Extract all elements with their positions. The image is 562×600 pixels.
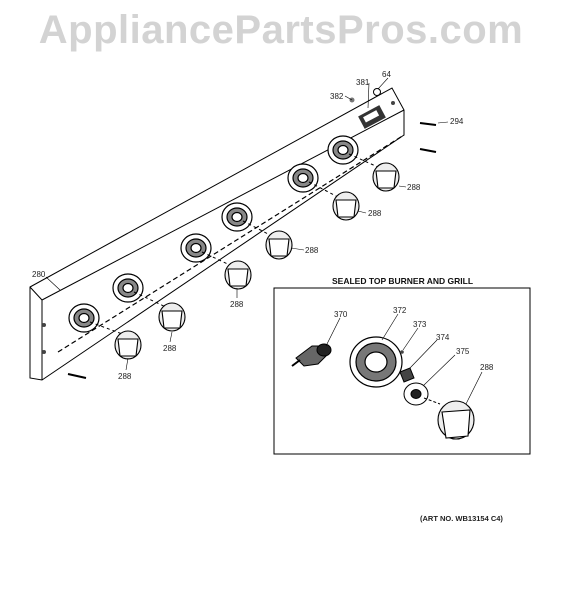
callout-288-b: 288: [368, 209, 382, 218]
callout-280: 280: [32, 270, 46, 279]
callout-288-e: 288: [163, 344, 177, 353]
callout-374: 374: [436, 333, 450, 342]
callout-372: 372: [393, 306, 407, 315]
knob-3: [224, 260, 252, 290]
callout-373: 373: [413, 320, 427, 329]
callout-381: 381: [356, 78, 370, 87]
part-370-valve: [291, 343, 332, 367]
part-372-bezel: [349, 336, 403, 388]
callout-294: 294: [450, 117, 464, 126]
watermark-logo: AppliancePartsPros.com: [38, 8, 524, 52]
callout-370: 370: [334, 310, 348, 319]
callout-288-inset: 288: [480, 363, 494, 372]
leader-lines: [45, 77, 449, 371]
callout-288-c: 288: [305, 246, 319, 255]
screws-294: [67, 122, 437, 379]
callout-288-f: 288: [118, 372, 132, 381]
panel-knob-openings: [68, 135, 359, 333]
inset-leader-lines: [325, 313, 483, 405]
manifold-dash-line: [57, 134, 405, 353]
burner-knobs: [114, 162, 400, 360]
knob-5: [332, 191, 360, 221]
part-64-bulb: [373, 88, 381, 96]
part-373-screw: [400, 350, 404, 354]
part-288-knob-inset: [437, 400, 475, 440]
knob-2: [158, 302, 186, 332]
callout-288-a: 288: [407, 183, 421, 192]
art-number: (ART NO. WB13154 C4): [420, 514, 503, 523]
part-374-clip: [399, 367, 415, 383]
callout-382: 382: [330, 92, 344, 101]
part-375-ring: [403, 382, 441, 406]
callout-64: 64: [382, 70, 391, 79]
knob-6: [372, 162, 400, 192]
badge-plate: [358, 105, 386, 129]
shaft-lines: [89, 153, 381, 336]
inset-title: SEALED TOP BURNER AND GRILL: [332, 276, 473, 286]
callout-375: 375: [456, 347, 470, 356]
knob-4: [265, 230, 293, 260]
knob-1: [114, 330, 142, 360]
callout-288-d: 288: [230, 300, 244, 309]
panel-screw-holes: [42, 101, 395, 354]
